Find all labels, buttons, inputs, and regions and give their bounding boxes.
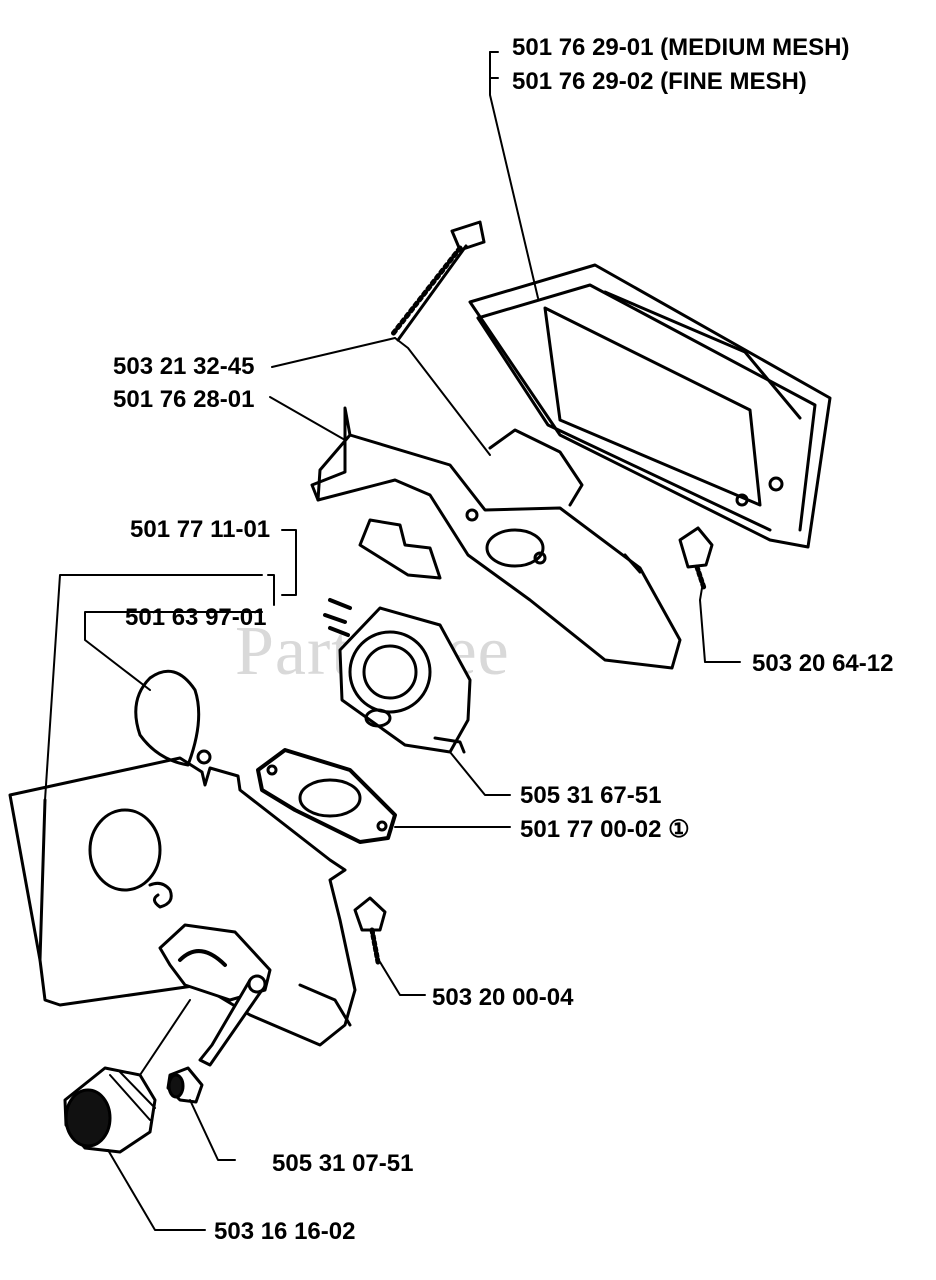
knob-part	[63, 1066, 157, 1154]
label-sleeve: 505 31 07-51	[272, 1150, 414, 1177]
pin-part	[198, 974, 267, 1067]
label-long-screw: 503 21 32-45	[113, 353, 255, 380]
loop-wire-part	[134, 669, 212, 767]
label-carburetor: 505 31 67-51	[520, 782, 662, 809]
air-filter-part	[468, 263, 832, 549]
sleeve-part	[166, 1066, 204, 1104]
label-gasket: 501 77 00-02 ①	[520, 816, 690, 843]
bottom-screw-part	[353, 896, 387, 965]
shield-plate-part	[8, 756, 357, 1047]
right-screw-part	[678, 526, 714, 591]
leader-lines	[44, 51, 741, 1231]
filter-holder-part	[310, 406, 682, 670]
label-kit-a: 501 77 11-01	[130, 516, 271, 543]
label-filter-fine-mesh: 501 76 29-02 (FINE MESH)	[512, 68, 807, 95]
carburetor-part	[323, 598, 472, 754]
gasket-part	[256, 748, 397, 844]
label-bottom-screw: 503 20 00-04	[432, 984, 574, 1011]
label-knob: 503 16 16-02	[214, 1218, 356, 1245]
label-kit-b: 501 63 97-01	[125, 604, 267, 631]
label-filter-holder: 501 76 28-01	[113, 386, 255, 413]
label-filter-medium-mesh: 501 76 29-01 (MEDIUM MESH)	[512, 34, 850, 61]
long-screw-part	[389, 220, 486, 342]
label-right-screw: 503 20 64-12	[752, 650, 894, 677]
